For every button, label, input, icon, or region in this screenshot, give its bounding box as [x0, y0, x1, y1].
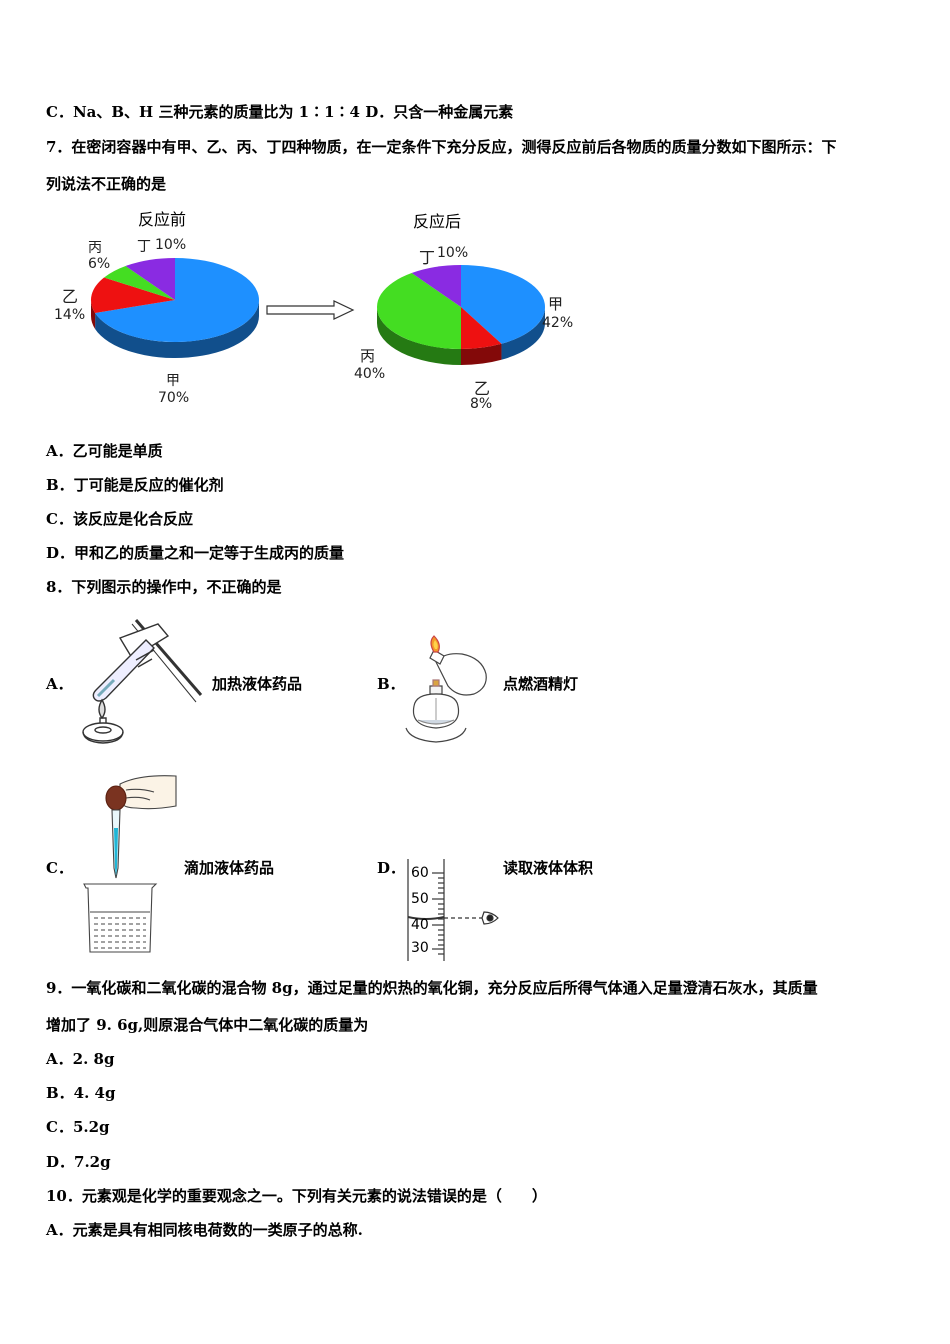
pie-after-title: 反应后	[413, 212, 462, 231]
pie-slice-side-0	[95, 300, 259, 358]
q8-option-a-label: 加热液体药品	[212, 675, 303, 693]
q8-option-d-label: 读取液体体积	[503, 859, 594, 877]
pie-slice-2	[377, 273, 461, 349]
q7-option-c: C．该反应是化合反应	[46, 510, 193, 528]
pie-slice-1	[91, 277, 175, 313]
q9-option-c: C．5.2g	[46, 1118, 110, 1136]
pie-after-label-yi-name: 乙	[474, 379, 491, 398]
pie-after-label-bing-pct: 40%	[354, 366, 386, 382]
pie-before-label-jia-name: 甲	[166, 373, 180, 389]
pie-after-label-bing-name: 丙	[360, 347, 376, 365]
pie-before-label-ding-name: 丁	[137, 239, 151, 255]
q9-stem-line2: 增加了 9. 6g,则原混合气体中二氧化碳的质量为	[46, 1016, 369, 1034]
dropper-beaker-illustration	[83, 775, 177, 953]
pie-before-label-yi-pct: 14%	[54, 307, 86, 323]
pie-slice-side-2	[377, 307, 461, 365]
alcohol-lamp-lighting-illustration	[405, 635, 487, 743]
q10-option-a: A．元素是具有相同核电荷数的一类原子的总称.	[46, 1221, 363, 1239]
pie-slice-side-1	[91, 300, 96, 329]
arrow-icon	[266, 300, 355, 320]
pie-before-label-bing-name: 丙	[88, 240, 102, 256]
q7-stem-line1: 7．在密闭容器中有甲、乙、丙、丁四种物质，在一定条件下充分反应，测得反应前后各物…	[46, 138, 837, 156]
q8-option-b-letter: B．	[377, 675, 405, 693]
q9-option-b: B．4. 4g	[46, 1084, 116, 1102]
q7-option-d: D．甲和乙的质量之和一定等于生成丙的质量	[46, 544, 345, 562]
q7-option-b: B．丁可能是反应的催化剂	[46, 476, 224, 494]
q8-option-b-label: 点燃酒精灯	[503, 675, 579, 693]
pie-after-label-jia-name: 甲	[548, 295, 564, 313]
pie-slice-3	[411, 265, 461, 307]
q8-option-c-letter: C．	[46, 859, 73, 877]
pie-slice-0	[461, 265, 545, 344]
pie-after-label-yi-pct: 8%	[470, 396, 493, 412]
q9-stem-line1: 9．一氧化碳和二氧化碳的混合物 8g，通过足量的炽热的氧化铜，充分反应后所得气体…	[46, 979, 818, 997]
pie-slice-3	[125, 258, 175, 300]
q8-option-d-letter: D．	[377, 859, 406, 877]
q8-option-a-letter: A．	[46, 675, 73, 693]
pie-slice-side-1	[461, 343, 502, 365]
q8-stem: 8．下列图示的操作中，不正确的是	[46, 578, 282, 596]
pie-after-label-ding-pct: 10%	[437, 245, 469, 261]
heating-test-tube-illustration	[82, 619, 203, 744]
pie-before-label-jia-pct: 70%	[158, 390, 190, 406]
q6-options-cd: C．Na、B、H 三种元素的质量比为 1∶1∶4 D．只含一种金属元素	[46, 103, 514, 121]
q7-stem-line2: 列说法不正确的是	[46, 175, 167, 193]
pie-before-label-yi-name: 乙	[62, 287, 79, 306]
cylinder-tick-30: 30	[411, 940, 429, 956]
pie-slice-2	[104, 266, 175, 300]
pie-before-label-bing-pct: 6%	[88, 256, 111, 272]
q10-stem: 10．元素观是化学的重要观念之一。下列有关元素的说法错误的是（ ）	[46, 1187, 547, 1205]
pie-chart-before	[91, 258, 259, 358]
q9-option-a: A．2. 8g	[46, 1050, 115, 1068]
pie-after-label-ding-name: 丁	[419, 248, 436, 267]
q9-option-d: D．7.2g	[46, 1153, 111, 1171]
graduated-cylinder-illustration	[407, 859, 499, 961]
cylinder-tick-60: 60	[411, 865, 429, 881]
q8-option-c-label: 滴加液体药品	[184, 859, 275, 877]
pie-after-label-jia-pct: 42%	[542, 315, 574, 331]
pie-slice-0	[95, 258, 259, 342]
q7-option-a: A．乙可能是单质	[46, 442, 163, 460]
pie-slice-side-0	[501, 307, 545, 360]
cylinder-tick-50: 50	[411, 891, 429, 907]
pie-before-title: 反应前	[138, 210, 187, 229]
pie-before-label-ding-pct: 10%	[155, 237, 187, 253]
pie-chart-after	[377, 265, 545, 365]
cylinder-tick-40: 40	[411, 917, 429, 933]
pie-slice-1	[461, 307, 502, 349]
